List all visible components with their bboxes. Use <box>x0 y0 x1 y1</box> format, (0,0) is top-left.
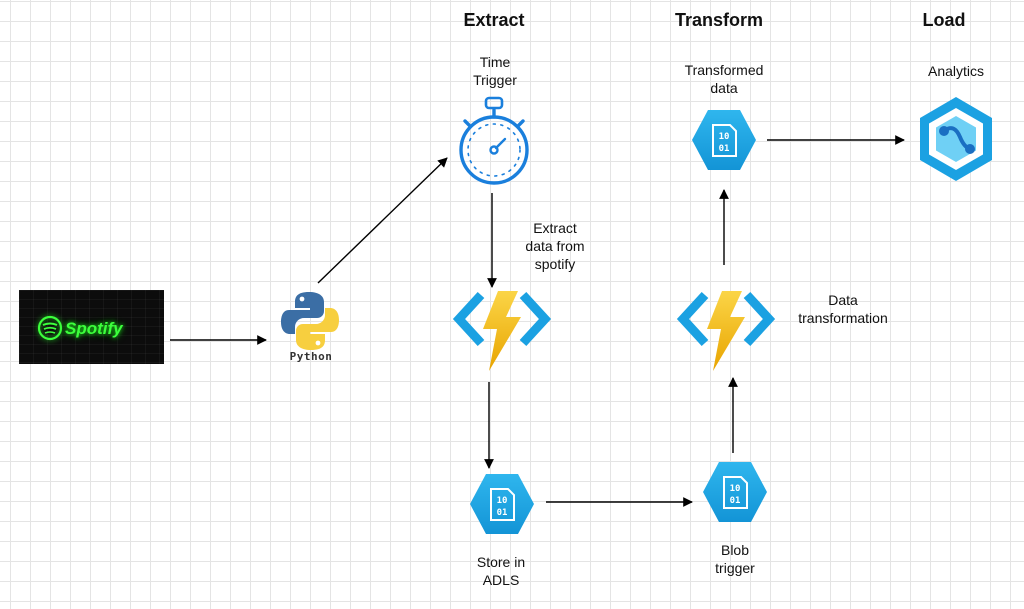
svg-text:01: 01 <box>497 508 508 518</box>
blob-trigger-label: Blob trigger <box>715 542 755 576</box>
heading-load: Load <box>922 10 966 30</box>
analytics-label: Analytics <box>927 63 985 79</box>
transformed-data-label: Transformed data <box>684 62 764 96</box>
stopwatch-icon <box>459 96 529 185</box>
spotify-logo: Spotify <box>19 290 164 364</box>
adls-storage-icon: 10 01 <box>470 474 534 534</box>
time-trigger-label: Time Trigger <box>473 54 517 88</box>
heading-extract: Extract <box>463 10 525 30</box>
arrow-python-to-trigger <box>317 157 448 284</box>
azure-function-extract-icon <box>452 291 552 371</box>
store-adls-label: Store in ADLS <box>476 554 526 588</box>
svg-text:10: 10 <box>497 496 508 506</box>
svg-text:10: 10 <box>719 132 730 142</box>
python-wordmark: Python <box>289 350 333 363</box>
extract-function-label: Extract data from spotify <box>525 220 585 272</box>
blob-trigger-icon: 10 01 <box>703 462 767 522</box>
svg-text:01: 01 <box>730 496 741 506</box>
spotify-wordmark: Spotify <box>65 319 123 338</box>
python-logo <box>281 292 339 350</box>
azure-function-transform-icon <box>676 291 776 371</box>
heading-transform: Transform <box>674 10 764 30</box>
flow-arrows <box>170 135 905 507</box>
transformed-data-icon: 10 01 <box>692 110 756 170</box>
analytics-icon <box>920 97 992 181</box>
svg-text:01: 01 <box>719 144 730 154</box>
data-transformation-label: Data transformation <box>798 292 888 326</box>
svg-text:10: 10 <box>730 484 741 494</box>
